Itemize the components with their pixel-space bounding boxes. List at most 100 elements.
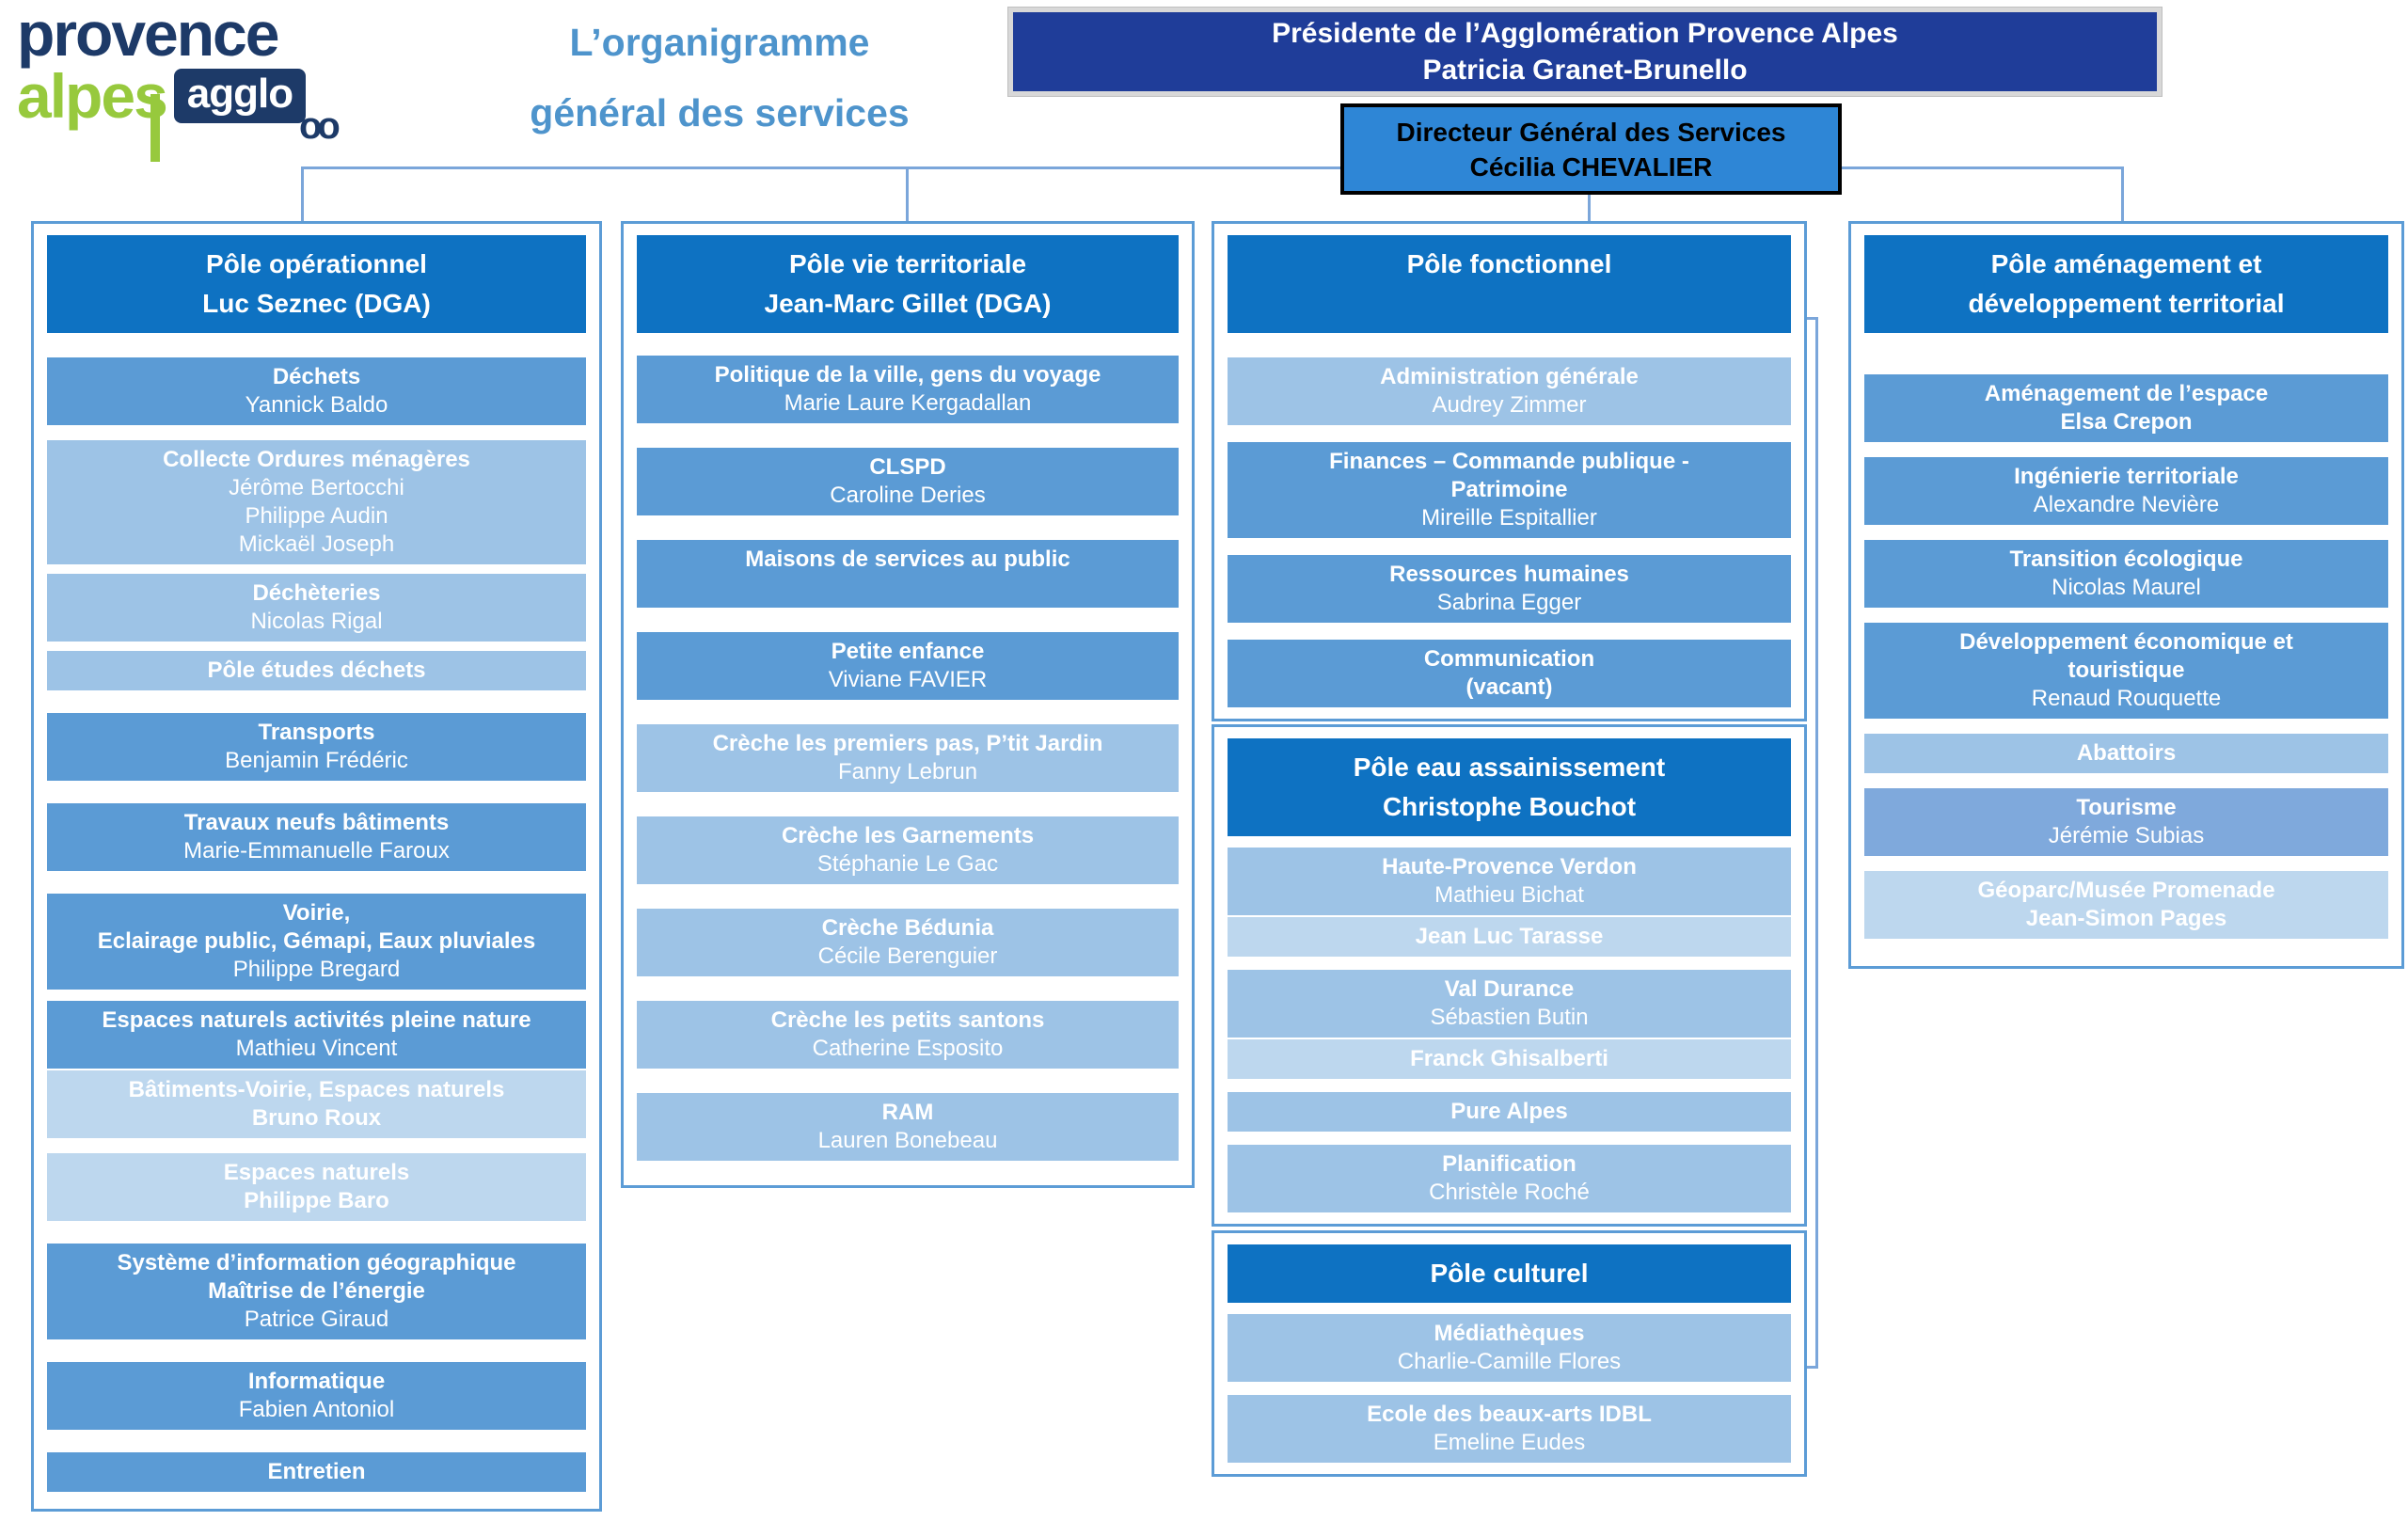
org-box-name: touristique — [2067, 658, 2185, 683]
org-box-title: Ingénierie territoriale — [2014, 464, 2239, 489]
org-box-title: Travaux neufs bâtiments — [183, 810, 450, 835]
column-header-line: Pôle aménagement et — [1990, 249, 2262, 278]
org-box-name: Fanny Lebrun — [837, 759, 978, 784]
org-box-title: Espaces naturels — [223, 1160, 410, 1185]
org-box-title: CLSPD — [869, 454, 946, 480]
column-header-line: développement territorial — [1968, 289, 2285, 318]
org-box-title: Espaces naturels activités pleine nature — [102, 1007, 531, 1033]
org-box-title: Informatique — [247, 1369, 386, 1394]
org-box-title: Pure Alpes — [1450, 1099, 1568, 1124]
org-box-title: Aménagement de l’espace — [1984, 381, 2269, 406]
org-box: Finances – Commande publique -Patrimoine… — [1228, 442, 1791, 538]
org-box-name: Philippe Audin — [245, 503, 388, 529]
org-box-name: (vacant) — [1465, 674, 1553, 700]
column-header-line: Christophe Bouchot — [1382, 792, 1637, 821]
column-header-line: Pôle opérationnel — [206, 249, 427, 278]
org-box-name: Charlie-Camille Flores — [1397, 1349, 1622, 1374]
column-pole-fonctionnel: Pôle fonctionnel Administration générale… — [1212, 221, 1807, 721]
org-box-title: Administration générale — [1380, 364, 1639, 389]
org-box-name: Viviane FAVIER — [828, 667, 988, 692]
org-box-name: Mathieu Bichat — [1434, 882, 1584, 908]
org-box-name: Benjamin Frédéric — [225, 748, 408, 773]
org-box-name: Nicolas Maurel — [2052, 575, 2201, 600]
dgs-title: Directeur Général des Services — [1396, 117, 1786, 147]
org-box-title: Transition écologique — [2009, 547, 2243, 572]
org-box-name: Elsa Crepon — [2060, 409, 2193, 435]
provence-alpes-agglo-logo: provence alpes agglo oo — [17, 3, 412, 201]
org-box-name: Eclairage public, Gémapi, Eaux pluviales — [97, 928, 536, 954]
org-box-name: Jérémie Subias — [2048, 823, 2205, 848]
org-box-title: Crèche les premiers pas, P’tit Jardin — [712, 731, 1103, 756]
page-title-line1: L’organigramme — [569, 21, 870, 64]
org-box-title: Géoparc/Musée Promenade — [1977, 878, 2275, 903]
org-box-name: Sabrina Egger — [1436, 590, 1582, 615]
org-box-name: Nicolas Rigal — [250, 609, 383, 634]
column-header-line — [1233, 284, 1785, 324]
org-box-title: Collecte Ordures ménagères — [163, 447, 470, 472]
column-header: Pôle culturel — [1228, 1244, 1791, 1303]
connector-stub-col3 — [1588, 193, 1591, 223]
column-header: Pôle aménagement et développement territo… — [1864, 235, 2388, 333]
org-box-title: Petite enfance — [831, 639, 985, 664]
org-box-name: Jean-Simon Pages — [2025, 906, 2227, 931]
president-name: Patricia Granet-Brunello — [1422, 55, 1748, 86]
org-box-name: Bruno Roux — [251, 1105, 382, 1131]
org-box: Pure Alpes — [1228, 1092, 1791, 1132]
org-box: Pôle études déchets — [47, 651, 586, 690]
logo-agglo-badge: agglo — [173, 69, 307, 123]
org-box-title: Transports — [258, 720, 375, 745]
connector-horizontal-main — [301, 166, 2124, 169]
page-title: L’organigramme général des services — [428, 21, 1011, 135]
org-box-name: Cécile Berenguier — [817, 943, 998, 969]
dgs-box: Directeur Général des Services Cécilia C… — [1340, 103, 1842, 195]
org-box-name: Fabien Antoniol — [238, 1397, 395, 1422]
org-box-title: Entretien — [267, 1459, 366, 1484]
org-box-title: Déchets — [272, 364, 361, 389]
org-box-title: RAM — [881, 1100, 934, 1125]
org-box-title: Système d’information géographique — [117, 1250, 516, 1275]
org-box-title: Franck Ghisalberti — [1410, 1046, 1608, 1071]
org-box-title: Jean Luc Tarasse — [1415, 924, 1604, 949]
connector-stub-col2 — [906, 166, 909, 223]
org-box-title: Ressources humaines — [1389, 562, 1629, 587]
org-box-name: Marie Laure Kergadallan — [784, 390, 1032, 416]
column-pole-amenagement: Pôle aménagement et développement territo… — [1848, 221, 2404, 969]
org-box-name: Philippe Bregard — [232, 957, 401, 982]
org-box-title: Finances – Commande publique - — [1329, 449, 1689, 474]
org-box-title: Tourisme — [2076, 795, 2177, 820]
org-box: Maisons de services au public — [637, 540, 1179, 608]
org-box-title: Développement économique et — [1959, 629, 2293, 655]
org-box: Voirie,Eclairage public, Gémapi, Eaux pl… — [47, 894, 586, 990]
org-box-title: Abattoirs — [2076, 740, 2177, 766]
org-box-title: Crèche Bédunia — [821, 915, 994, 941]
connector-stub-col1 — [301, 166, 304, 223]
org-box-title: Bâtiments-Voirie, Espaces naturels — [128, 1077, 505, 1102]
org-box-title: Planification — [1442, 1151, 1576, 1177]
logo-green-descender — [150, 94, 160, 162]
org-box-name: Mickaël Joseph — [238, 531, 395, 557]
org-box: Communication(vacant) — [1228, 640, 1791, 707]
